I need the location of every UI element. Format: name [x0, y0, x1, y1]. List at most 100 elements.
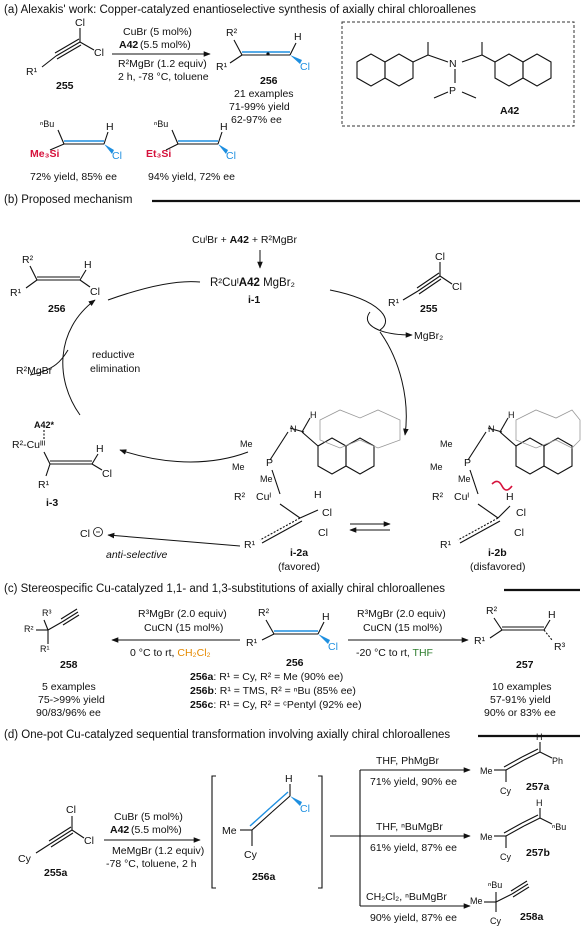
label-255: 255	[56, 80, 74, 92]
svg-text:N: N	[449, 58, 457, 70]
svg-text:Me: Me	[440, 439, 453, 449]
svg-text:H: H	[220, 121, 228, 133]
svg-text:H: H	[84, 259, 92, 271]
svg-text:Me: Me	[222, 825, 237, 837]
svg-text:Me: Me	[232, 462, 245, 472]
svg-text:H: H	[322, 611, 330, 623]
svg-text:Me: Me	[260, 474, 273, 484]
label-i1: i-1	[248, 294, 260, 306]
branch-2-result: 61% yield, 87% ee	[370, 842, 457, 854]
svg-text:R³MgBr (2.0 equiv): R³MgBr (2.0 equiv)	[138, 608, 227, 620]
compound-255a: Cl Cl Cy 255a	[18, 804, 94, 879]
svg-text:21 examples: 21 examples	[234, 88, 294, 100]
svg-text:R¹: R¹	[26, 66, 38, 78]
svg-text:R²: R²	[258, 607, 270, 619]
section-c-title: (c) Stereospecific Cu-catalyzed 1,1- and…	[4, 583, 445, 595]
svg-text:Cl: Cl	[226, 150, 236, 162]
svg-text:H: H	[508, 410, 515, 420]
svg-text:ⁿBu: ⁿBu	[552, 822, 566, 832]
label-256-b: 256	[48, 303, 66, 315]
svg-text:R²: R²	[432, 491, 444, 503]
svg-text:R¹: R¹	[216, 61, 228, 73]
label-i2b: i-2b	[488, 547, 507, 559]
svg-text:10 examples: 10 examples	[492, 681, 552, 693]
svg-text:R³: R³	[42, 608, 52, 618]
svg-text:R¹: R¹	[474, 635, 486, 647]
svg-text:H: H	[310, 410, 317, 420]
svg-text:H: H	[506, 491, 514, 503]
svg-text:Cl: Cl	[84, 835, 94, 847]
branch-2-cond: THF, ⁿBuMgBr	[376, 821, 443, 833]
anti-selective-label: anti-selective	[106, 549, 167, 561]
svg-text:2 h, -78 °C, toluene: 2 h, -78 °C, toluene	[118, 71, 209, 83]
svg-text:R¹: R¹	[38, 479, 50, 491]
svg-text:Cy: Cy	[490, 916, 501, 926]
svg-text:R²: R²	[24, 624, 34, 634]
svg-text:ⁿBu: ⁿBu	[40, 119, 54, 129]
svg-text:Cl: Cl	[435, 251, 445, 263]
svg-text:(disfavored): (disfavored)	[470, 561, 525, 573]
svg-text:R³: R³	[554, 641, 566, 653]
svg-text:Cuᴵ: Cuᴵ	[256, 491, 271, 503]
a-reagent-1: CuBr (5 mol%)	[123, 26, 192, 38]
svg-text:CuCN (15 mol%): CuCN (15 mol%)	[363, 622, 442, 634]
label-258a: 258a	[520, 911, 544, 923]
svg-text:MeMgBr (1.2 equiv): MeMgBr (1.2 equiv)	[112, 845, 204, 857]
svg-text:R¹: R¹	[10, 287, 22, 299]
svg-text:Me: Me	[480, 766, 493, 776]
section-a-title: (a) Alexakis' work: Copper-catalyzed ena…	[4, 4, 476, 16]
svg-text:A42: A42	[119, 39, 138, 51]
svg-text:ⁿBu: ⁿBu	[154, 119, 168, 129]
svg-text:(5.5 mol%): (5.5 mol%)	[131, 824, 182, 836]
svg-text:Cl: Cl	[328, 641, 338, 653]
ligand-a42-box: N P A42	[341, 21, 575, 127]
svg-text:Me: Me	[470, 896, 483, 906]
complex-i1: R²CuᴵA42 MgBr₂	[210, 277, 295, 289]
svg-text:H: H	[548, 609, 556, 621]
svg-text:Cl: Cl	[516, 507, 526, 519]
intermediate-i2a: Me N H Me P Me R² Cuᴵ H Cl Cl R¹ i-2a (f…	[232, 409, 401, 573]
label-256-a: 256	[260, 75, 278, 87]
svg-text:R²: R²	[22, 254, 34, 266]
svg-text:90% or 83% ee: 90% or 83% ee	[484, 707, 556, 719]
svg-text:Cy: Cy	[18, 853, 32, 865]
svg-text:Cl: Cl	[66, 804, 76, 816]
svg-text:Me: Me	[458, 474, 471, 484]
label-a42: A42	[500, 105, 519, 117]
svg-text:Me: Me	[240, 439, 253, 449]
svg-text:Cl: Cl	[90, 286, 100, 298]
compound-258a: ⁿBu Me Cy 258a	[470, 880, 544, 926]
svg-text:Cy: Cy	[244, 849, 258, 861]
svg-text:N: N	[290, 424, 297, 434]
compound-257b: Me Cy H ⁿBu 257b	[480, 798, 566, 862]
svg-text:(5.5 mol%): (5.5 mol%)	[140, 39, 191, 51]
label-255-b: 255	[420, 303, 438, 315]
label-256-c: 256	[286, 657, 304, 669]
top-reagents: CuᴵBr + A42 + R²MgBr	[192, 234, 298, 246]
svg-text:H: H	[285, 773, 293, 785]
svg-text:R¹: R¹	[388, 297, 400, 309]
svg-text:R³MgBr (2.0 equiv): R³MgBr (2.0 equiv)	[357, 608, 446, 620]
svg-text:Cl: Cl	[94, 47, 104, 59]
svg-text:H: H	[294, 31, 302, 43]
label-257b: 257b	[526, 847, 550, 859]
intermediate-i3: A42* R²-Cuᴵᴵᴵ H Cl R¹ i-3	[12, 420, 112, 509]
svg-text:H: H	[106, 121, 114, 133]
example-me3si: ⁿBu Me₃Si H Cl 72% yield, 85% ee	[30, 119, 122, 183]
example-1-result: 72% yield, 85% ee	[30, 171, 117, 183]
svg-text:-20 °C to rt, THF: -20 °C to rt, THF	[356, 647, 433, 659]
compound-258: R³ R² R¹ 258 5 examples 75->99% yield 90…	[24, 608, 105, 719]
svg-text:R²: R²	[486, 605, 498, 617]
svg-text:H: H	[314, 489, 322, 501]
svg-text:A42: A42	[110, 824, 129, 836]
svg-text:R¹: R¹	[244, 539, 256, 551]
compound-256-a: R² R¹ H Cl 256 21 examples 71-99% yield …	[216, 27, 310, 126]
bracket-right	[318, 775, 323, 889]
svg-text:A42*: A42*	[34, 420, 55, 430]
label-257: 257	[516, 659, 534, 671]
svg-text:elimination: elimination	[90, 363, 140, 375]
compound-256a: Me Cy H Cl 256a	[222, 773, 310, 883]
compound-256-b: R² R¹ H Cl 256	[10, 254, 100, 315]
label-i3: i-3	[46, 497, 58, 509]
